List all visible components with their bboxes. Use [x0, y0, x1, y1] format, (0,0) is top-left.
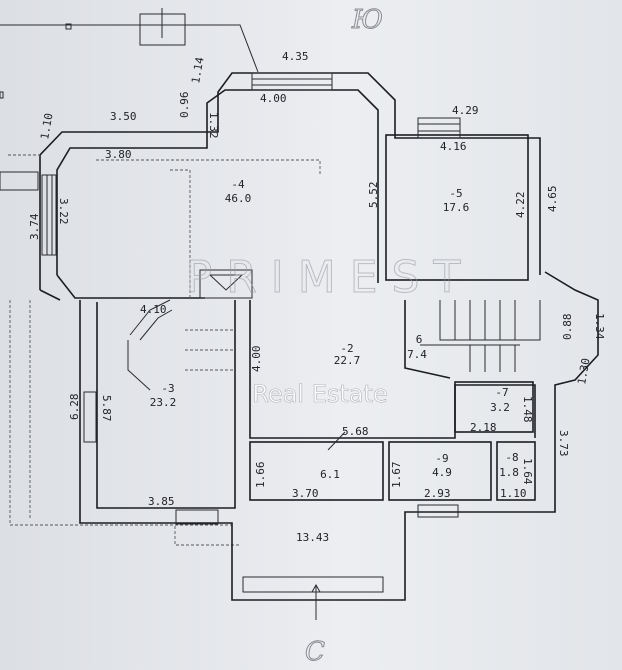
room-4-area: 46.0	[225, 192, 252, 205]
dim-label: 3.74	[28, 213, 41, 240]
dim-label: 6.28	[68, 394, 81, 421]
watermark-subtitle: Real Estate	[252, 380, 387, 408]
room-1-area: 6.1	[320, 468, 340, 481]
watermark-brand: PRIMEST	[186, 252, 475, 303]
dim-label: 1.14	[189, 56, 206, 85]
dim-label: 3.50	[110, 110, 137, 123]
dim-label: 3.22	[57, 198, 70, 225]
dim-label: 1.32	[207, 112, 220, 139]
dim-label: 4.35	[282, 50, 309, 63]
north-mark: Ю	[351, 5, 383, 35]
dim-label: 5.68	[342, 425, 369, 438]
room-6-number: 6	[416, 333, 423, 346]
dim-label: 4.10	[140, 303, 167, 316]
dim-label: 1.10	[38, 112, 55, 140]
dim-label: 1.64	[521, 458, 534, 485]
dim-label: 0.96	[178, 92, 191, 119]
dim-label: 4.16	[440, 140, 467, 153]
room-5-number: -5	[449, 187, 462, 200]
room-4-number: -4	[231, 178, 245, 191]
dim-label: 4.65	[546, 186, 559, 213]
dim-label: 5.52	[367, 182, 380, 209]
room-3-area: 23.2	[150, 396, 177, 409]
south-mark: С	[305, 637, 325, 667]
dim-label: 1.30	[575, 357, 592, 385]
room-2-number: -2	[340, 342, 353, 355]
dim-label: 3.85	[148, 495, 175, 508]
upper-walls	[8, 72, 541, 301]
dim-label: 13.43	[296, 531, 329, 544]
room-3-number: -3	[161, 382, 174, 395]
dim-label: 2.93	[424, 487, 451, 500]
room-9-area: 4.9	[432, 466, 452, 479]
dim-label: 1.67	[390, 462, 403, 489]
dim-label: 3.80	[105, 148, 132, 161]
dim-label: 5.87	[100, 395, 113, 422]
dim-label: 3.70	[292, 487, 319, 500]
dimension-labels: 4.35 4.00 1.14 0.96 1.32 3.50 1.10 3.80 …	[28, 50, 606, 544]
dim-label: 1.66	[254, 462, 267, 489]
room-6-area: 7.4	[407, 348, 427, 361]
stairs	[127, 299, 541, 391]
room-2-area: 22.7	[334, 354, 361, 367]
dim-label: 4.22	[514, 192, 527, 219]
dim-label: 0.88	[561, 314, 574, 341]
dim-label: 1.34	[593, 313, 606, 340]
dim-label: 1.48	[521, 396, 534, 423]
room-7-area: 3.2	[490, 401, 510, 414]
dim-label: 4.00	[250, 346, 263, 373]
dim-label: 3.73	[557, 430, 570, 457]
room-8-area: 1.8	[499, 466, 519, 479]
dim-label: 2.18	[470, 421, 497, 434]
lower-walls	[79, 271, 599, 620]
room-9-number: -9	[435, 452, 448, 465]
dim-label: 4.29	[452, 104, 479, 117]
site-lines	[0, 8, 259, 546]
room-5-area: 17.6	[443, 201, 470, 214]
room-7-number: -7	[495, 386, 508, 399]
dim-label: 1.10	[500, 487, 527, 500]
room-8-number: -8	[505, 451, 518, 464]
dim-label: 4.00	[260, 92, 287, 105]
room-labels: -4 46.0 -5 17.6 -3 23.2 -2 22.7 6 7.4 -7…	[150, 178, 519, 481]
